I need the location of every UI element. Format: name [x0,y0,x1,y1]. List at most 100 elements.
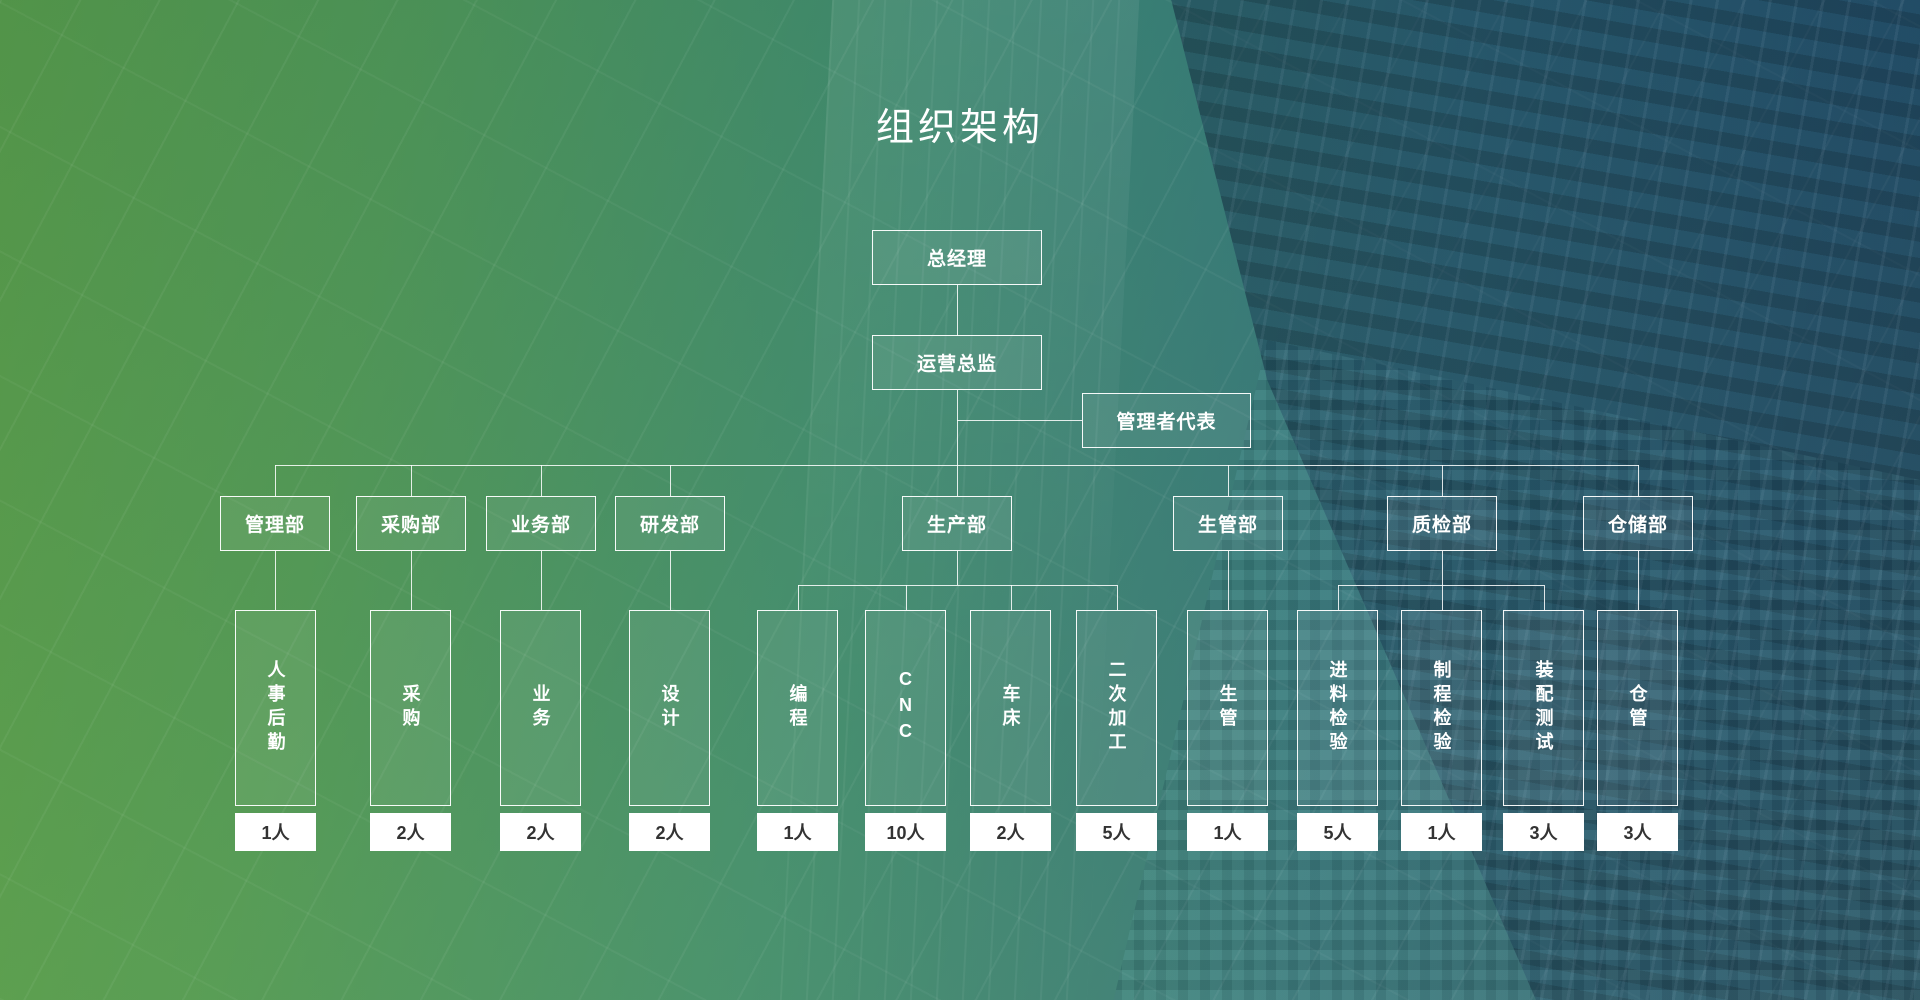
count-label: 5人 [1102,823,1131,843]
unit-label: 装配测试 [1533,660,1554,756]
count-label: 5人 [1323,823,1352,843]
unit-label: 进料检验 [1327,660,1348,756]
count-badge-6: 10人 [865,813,946,851]
count-label: 3人 [1623,823,1652,843]
unit-box-12: 装配测试 [1503,610,1584,806]
connector-line [1638,551,1639,610]
count-badge-4: 2人 [629,813,710,851]
dept-label: 采购部 [380,515,441,536]
connector-line [670,465,671,496]
count-label: 2人 [996,823,1025,843]
count-badge-5: 1人 [757,813,838,851]
node-operations-director: 运营总监 [872,335,1042,390]
unit-box-10: 进料检验 [1297,610,1378,806]
count-label: 2人 [526,823,555,843]
count-badge-2: 2人 [370,813,451,851]
connector-line [798,585,1117,586]
connector-line [957,465,958,496]
count-label: 1人 [261,823,290,843]
connector-line [1338,585,1339,610]
dept-label: 管理部 [244,515,305,536]
node-management-representative: 管理者代表 [1082,393,1251,448]
node-general-manager: 总经理 [872,230,1042,285]
unit-box-13: 仓管 [1597,610,1678,806]
dept-label: 仓储部 [1607,515,1668,536]
connector-line [1117,585,1118,610]
unit-label: 业务 [530,684,551,732]
node-label: 管理者代表 [1116,412,1217,433]
count-badge-10: 5人 [1297,813,1378,851]
dept-box-8: 仓储部 [1583,496,1693,551]
connector-line [1338,585,1544,586]
dept-box-3: 业务部 [486,496,596,551]
unit-box-11: 制程检验 [1401,610,1482,806]
count-badge-3: 2人 [500,813,581,851]
count-label: 10人 [886,823,925,843]
unit-label: 生管 [1217,684,1238,732]
connector-line [411,465,412,496]
unit-label: 设计 [659,684,680,732]
unit-box-8: 二次加工 [1076,610,1157,806]
dept-label: 生产部 [926,515,987,536]
connector-line [1442,585,1443,610]
dept-box-6: 生管部 [1173,496,1283,551]
connector-line [541,465,542,496]
unit-label: 人事后勤 [265,660,286,756]
connector-line [411,551,412,610]
unit-label: 车床 [1000,684,1021,732]
unit-box-7: 车床 [970,610,1051,806]
unit-box-5: 编程 [757,610,838,806]
connector-line [1011,585,1012,610]
connector-line [906,585,907,610]
dept-box-2: 采购部 [356,496,466,551]
unit-label: 制程检验 [1431,660,1452,756]
node-label: 运营总监 [916,354,997,375]
count-label: 2人 [655,823,684,843]
connector-line [541,551,542,610]
count-label: 3人 [1529,823,1558,843]
connector-line [957,551,958,585]
count-label: 1人 [1213,823,1242,843]
connector-line [275,551,276,610]
connector-line [957,285,958,336]
connector-line [1228,551,1229,610]
dept-label: 研发部 [639,515,700,536]
unit-label: CNC [895,669,916,747]
unit-label: 采购 [400,684,421,732]
connector-line [1228,465,1229,496]
dept-box-1: 管理部 [220,496,330,551]
unit-box-6: CNC [865,610,946,806]
count-label: 2人 [396,823,425,843]
count-badge-8: 5人 [1076,813,1157,851]
page-title: 组织架构 [875,107,1044,149]
dept-label: 业务部 [510,515,571,536]
connector-line [957,420,1082,421]
connector-line [957,390,958,465]
unit-box-1: 人事后勤 [235,610,316,806]
connector-line [1442,551,1443,585]
unit-label: 仓管 [1627,684,1648,732]
unit-label: 二次加工 [1106,660,1127,756]
count-badge-12: 3人 [1503,813,1584,851]
dept-box-7: 质检部 [1387,496,1497,551]
connector-line [1544,585,1545,610]
dept-box-4: 研发部 [615,496,725,551]
connector-line [1442,465,1443,496]
dept-label: 质检部 [1411,515,1472,536]
unit-box-2: 采购 [370,610,451,806]
count-label: 1人 [783,823,812,843]
unit-box-3: 业务 [500,610,581,806]
unit-box-9: 生管 [1187,610,1268,806]
count-badge-7: 2人 [970,813,1051,851]
connector-line [798,585,799,610]
node-label: 总经理 [926,249,987,270]
dept-box-5: 生产部 [902,496,1012,551]
connector-line [670,551,671,610]
connector-line [275,465,276,496]
count-badge-13: 3人 [1597,813,1678,851]
count-badge-9: 1人 [1187,813,1268,851]
count-badge-11: 1人 [1401,813,1482,851]
unit-box-4: 设计 [629,610,710,806]
connector-line [1638,465,1639,496]
